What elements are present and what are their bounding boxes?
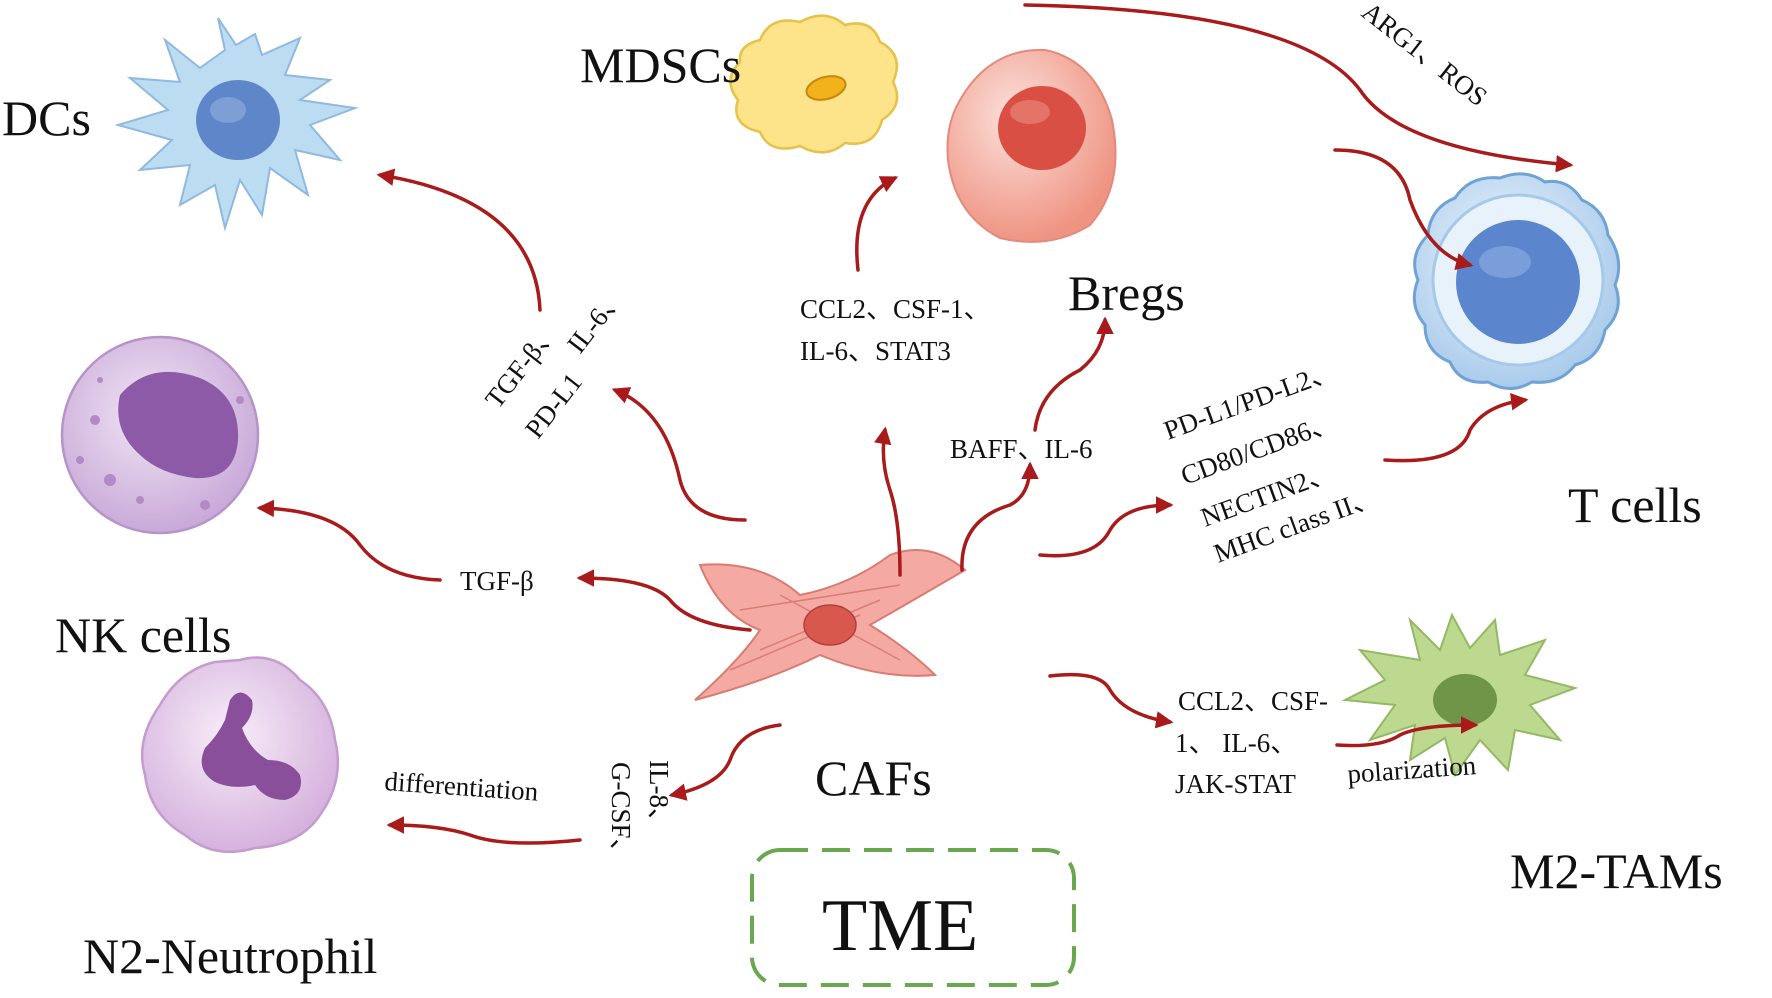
dc-cell [114, 17, 359, 232]
label-mdscs: MDSCs [580, 37, 741, 93]
arrow-caf-to-dc [376, 168, 542, 312]
label-arg-ros: ARG1、ROS [1356, 0, 1493, 112]
label-dc-mediators-1: IL-6、 [561, 281, 631, 359]
arrow-caf-to-dc-lower [611, 387, 747, 522]
arrow-breg-to-tcell [1333, 148, 1474, 271]
label-cafs: CAFs [815, 750, 932, 806]
arrow-caf-to-mdsc-lower [874, 426, 902, 577]
arrow-breg-upper [1033, 316, 1114, 432]
label-bregs: Bregs [1068, 265, 1185, 321]
label-n2-neutrophil: N2-Neutrophil [83, 928, 377, 984]
label-m2-tams: M2-TAMs [1510, 843, 1723, 899]
nk-cell [60, 335, 260, 535]
label-neu-mediators-2: G-CSF、 [606, 762, 636, 866]
label-t-cells: T cells [1568, 477, 1702, 533]
arrow-tcell-upper [1383, 393, 1529, 463]
m2-tam-cell [1341, 612, 1579, 778]
label-m2-mediators-1: CCL2、CSF- [1178, 686, 1328, 716]
neutrophil-cell [140, 656, 340, 854]
arrow-caf-to-neutrophil [668, 723, 782, 801]
arrow-mdsc-to-tcell [1023, 3, 1574, 173]
label-nk-cells: NK cells [55, 607, 231, 663]
arrow-caf-to-tcell [1038, 496, 1174, 558]
t-cell [1412, 172, 1621, 390]
label-m2-action: polarization [1346, 750, 1477, 789]
label-mdsc-mediators-2: IL-6、STAT3 [800, 336, 951, 366]
label-m2-mediators-3: JAK-STAT [1175, 769, 1296, 799]
caf-cell [694, 549, 967, 701]
label-neu-action: differentiation [384, 766, 540, 807]
label-mdsc-mediators-1: CCL2、CSF-1、 [800, 294, 991, 324]
label-breg-mediators: BAFF、IL-6 [950, 434, 1093, 464]
mdsc-cell [729, 14, 899, 154]
label-neu-mediators-1: IL-8、 [644, 760, 674, 835]
breg-cell [946, 48, 1117, 243]
label-tme: TME [822, 885, 978, 967]
arrow-m2-upper [1335, 716, 1479, 748]
arrow-caf-to-nk [576, 569, 752, 632]
tme-box [750, 848, 1076, 987]
arrow-neutrophil-lower [386, 816, 582, 845]
arrow-caf-to-mdsc [855, 176, 899, 272]
label-dcs: DCs [2, 90, 91, 146]
arrow-caf-to-m2 [1048, 672, 1174, 729]
label-nk-mediators: TGF-β [460, 566, 534, 596]
arrow-nk-upper [256, 499, 442, 582]
label-m2-mediators-2: 1、 IL-6、 [1175, 728, 1297, 758]
arrow-caf-to-breg [960, 461, 1039, 572]
